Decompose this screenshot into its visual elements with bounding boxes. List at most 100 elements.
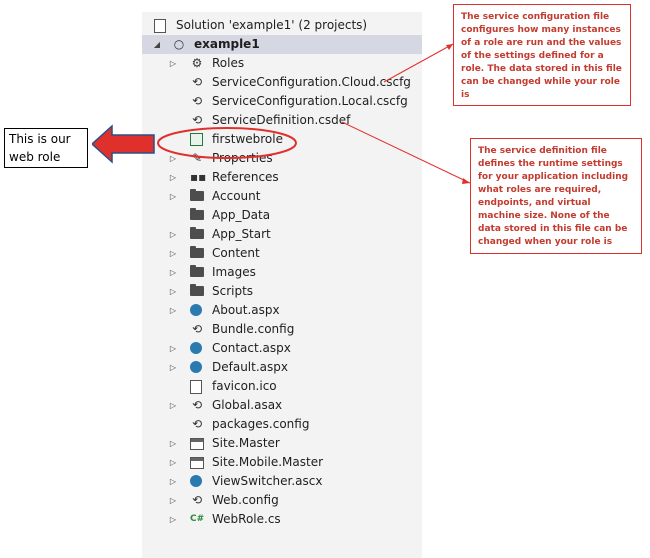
folder-icon bbox=[190, 265, 204, 277]
tree-item-label: Images bbox=[212, 265, 256, 279]
expand-arrow-icon[interactable]: ▷ bbox=[169, 268, 177, 277]
tree-item-label: Roles bbox=[212, 56, 245, 70]
aspx-page-icon bbox=[190, 304, 202, 316]
tree-item[interactable]: Solution 'example1' (2 projects) bbox=[142, 16, 422, 35]
tree-item[interactable]: App_Data bbox=[142, 206, 422, 225]
tree-item[interactable]: ▷▪▪References bbox=[142, 168, 422, 187]
definition-arrowhead bbox=[462, 178, 470, 184]
config-file-icon: ⟲ bbox=[191, 75, 203, 89]
tree-item-label: ViewSwitcher.ascx bbox=[212, 474, 323, 488]
user-control-icon bbox=[190, 475, 202, 487]
tree-item[interactable]: ⟲ packages.config bbox=[142, 415, 422, 434]
tree-item[interactable]: ⟲ Bundle.config bbox=[142, 320, 422, 339]
web-project-icon bbox=[190, 133, 203, 146]
tree-item[interactable]: ▷ Account bbox=[142, 187, 422, 206]
config-file-icon: ⟲ bbox=[191, 493, 203, 507]
expand-arrow-icon[interactable]: ▷ bbox=[169, 401, 177, 410]
tree-item-label: App_Start bbox=[212, 227, 271, 241]
tree-item-label: Bundle.config bbox=[212, 322, 295, 336]
tree-item[interactable]: ▷ Content bbox=[142, 244, 422, 263]
master-page-icon bbox=[190, 438, 204, 450]
web-role-note: This is our web role bbox=[4, 128, 88, 168]
tree-item[interactable]: ▷ Images bbox=[142, 263, 422, 282]
tree-item-label: Solution 'example1' (2 projects) bbox=[176, 18, 368, 32]
expand-arrow-icon[interactable]: ▷ bbox=[169, 230, 177, 239]
solution-icon bbox=[154, 19, 166, 33]
image-file-icon bbox=[190, 380, 202, 394]
tree-item[interactable]: ▷C#WebRole.cs bbox=[142, 510, 422, 529]
roles-icon: ⚙ bbox=[191, 56, 203, 70]
tree-item[interactable]: ⟲ServiceConfiguration.Local.cscfg bbox=[142, 92, 422, 111]
config-file-icon: ⟲ bbox=[191, 398, 203, 412]
solution-explorer: Solution 'example1' (2 projects) ◢ ○ exampl… bbox=[142, 12, 422, 558]
tree-item[interactable]: favicon.ico bbox=[142, 377, 422, 396]
expand-arrow-icon[interactable]: ▷ bbox=[169, 306, 177, 315]
tree-item-label: ServiceConfiguration.Cloud.cscfg bbox=[212, 75, 411, 89]
tree-item[interactable]: ▷ App_Start bbox=[142, 225, 422, 244]
expand-arrow-icon[interactable]: ▷ bbox=[169, 496, 177, 505]
tree-item[interactable]: ▷ Scripts bbox=[142, 282, 422, 301]
tree-item-label: Site.Master bbox=[212, 436, 280, 450]
folder-icon bbox=[190, 189, 204, 201]
tree-item-label: Web.config bbox=[212, 493, 279, 507]
config-file-icon: ⟲ bbox=[191, 417, 203, 431]
expand-arrow-icon[interactable]: ▷ bbox=[169, 515, 177, 524]
folder-icon bbox=[190, 208, 204, 220]
cloud-project-icon: ○ bbox=[173, 37, 185, 51]
left-arrow-icon bbox=[92, 124, 155, 164]
tree-item-label: Site.Mobile.Master bbox=[212, 455, 324, 469]
tree-item[interactable]: ▷About.aspx bbox=[142, 301, 422, 320]
expand-arrow-icon[interactable]: ▷ bbox=[169, 287, 177, 296]
config-file-icon: ⟲ bbox=[191, 322, 203, 336]
tree-item-label: WebRole.cs bbox=[212, 512, 281, 526]
tree-item[interactable]: ⟲ ServiceConfiguration.Cloud.cscfg bbox=[142, 73, 422, 92]
tree-item-label: example1 bbox=[194, 37, 260, 51]
tree-item[interactable]: ▷ ⚙ Roles bbox=[142, 54, 422, 73]
folder-icon bbox=[190, 246, 204, 258]
tree-item-label: firstwebrole bbox=[212, 132, 283, 146]
aspx-page-icon bbox=[190, 361, 202, 373]
tree-item-label: ServiceDefinition.csdef bbox=[212, 113, 351, 127]
expand-arrow-icon[interactable]: ▷ bbox=[169, 477, 177, 486]
config-file-icon: ⟲ bbox=[191, 113, 203, 127]
tree-item[interactable]: ▷ Site.Mobile.Master bbox=[142, 453, 422, 472]
references-icon: ▪▪ bbox=[190, 170, 207, 184]
highlight-ellipse bbox=[157, 127, 297, 159]
config-arrowhead bbox=[446, 44, 453, 50]
tree-item[interactable]: firstwebrole bbox=[142, 130, 422, 149]
collapse-arrow-icon[interactable]: ◢ bbox=[153, 40, 161, 49]
expand-arrow-icon[interactable]: ▷ bbox=[169, 192, 177, 201]
config-file-icon: ⟲ bbox=[191, 94, 203, 108]
service-definition-callout: The service definition file defines the … bbox=[470, 138, 642, 254]
aspx-page-icon bbox=[190, 342, 202, 354]
expand-arrow-icon[interactable]: ▷ bbox=[169, 344, 177, 353]
tree-item[interactable]: ▷ Contact.aspx bbox=[142, 339, 422, 358]
tree-item-label: Global.asax bbox=[212, 398, 283, 412]
folder-icon bbox=[190, 227, 204, 239]
tree-item-label: Contact.aspx bbox=[212, 341, 291, 355]
tree-item-label: Scripts bbox=[212, 284, 254, 298]
tree-item[interactable]: ▷ ⟲ Global.asax bbox=[142, 396, 422, 415]
tree-item[interactable]: ▷ ⟲ Web.config bbox=[142, 491, 422, 510]
tree-item[interactable]: ◢ ○ example1 bbox=[142, 35, 422, 54]
expand-arrow-icon[interactable]: ▷ bbox=[169, 59, 177, 68]
master-page-icon bbox=[190, 457, 204, 469]
expand-arrow-icon[interactable]: ▷ bbox=[169, 249, 177, 258]
expand-arrow-icon[interactable]: ▷ bbox=[169, 458, 177, 467]
tree-item-label: Default.aspx bbox=[212, 360, 288, 374]
folder-icon bbox=[190, 284, 204, 296]
expand-arrow-icon[interactable]: ▷ bbox=[169, 173, 177, 182]
tree-item[interactable]: ⟲ ServiceDefinition.csdef bbox=[142, 111, 422, 130]
expand-arrow-icon[interactable]: ▷ bbox=[169, 154, 177, 163]
expand-arrow-icon[interactable]: ▷ bbox=[169, 363, 177, 372]
tree-item-label: favicon.ico bbox=[212, 379, 277, 393]
tree-item[interactable]: ▷ Default.aspx bbox=[142, 358, 422, 377]
tree-item-label: Account bbox=[212, 189, 261, 203]
tree-item-label: Content bbox=[212, 246, 260, 260]
tree-item[interactable]: ▷ Site.Master bbox=[142, 434, 422, 453]
tree-item[interactable]: ▷ ViewSwitcher.ascx bbox=[142, 472, 422, 491]
service-configuration-callout: The service configuration file configure… bbox=[453, 4, 631, 106]
wrench-icon: ✎ bbox=[191, 151, 203, 165]
expand-arrow-icon[interactable]: ▷ bbox=[169, 439, 177, 448]
tree-item-label: packages.config bbox=[212, 417, 310, 431]
